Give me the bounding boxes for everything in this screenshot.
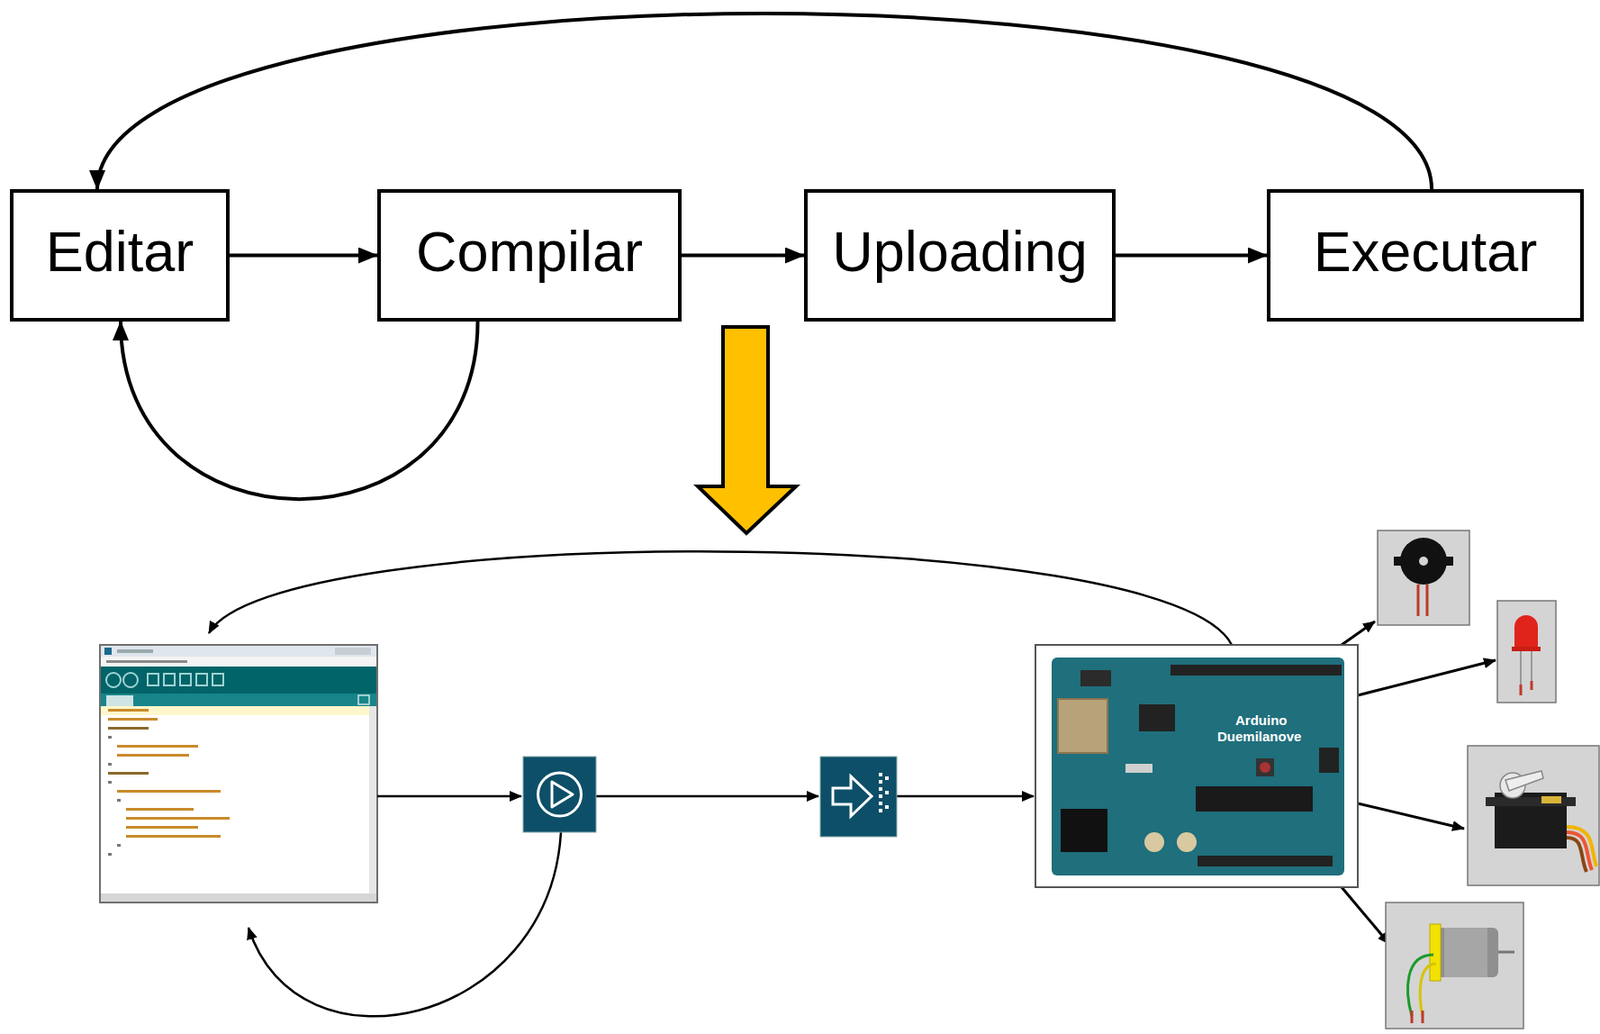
board-label: Arduino: [1235, 713, 1288, 727]
flow-arrow: [1115, 253, 1267, 258]
box-label: Uploading: [831, 220, 1088, 283]
process-box: Compilar: [377, 189, 682, 322]
flow-arrow: [681, 253, 805, 258]
buzzer-icon: [1377, 530, 1470, 625]
compile-icon: [523, 756, 597, 832]
process-box: Executar: [1266, 189, 1584, 322]
flow-arrow: [120, 321, 479, 499]
box-label: Executar: [1313, 220, 1538, 283]
servo-icon: [1467, 745, 1600, 886]
flow-arrow: [229, 253, 378, 258]
flow-arrows: [208, 551, 1496, 1016]
board-label: Duemilanove: [1217, 729, 1302, 743]
arduino-board: [1035, 644, 1358, 887]
box-label: Compilar: [415, 220, 643, 283]
box-label: Editar: [45, 220, 195, 283]
upload-icon: [820, 756, 897, 837]
process-box: Uploading: [804, 189, 1116, 322]
flow-arrow: [97, 13, 1432, 190]
led-icon: [1497, 600, 1556, 703]
down-arrow: [697, 326, 796, 534]
process-box: Editar: [9, 189, 230, 322]
motor-icon: [1385, 902, 1524, 1029]
ide-window: [99, 644, 378, 903]
